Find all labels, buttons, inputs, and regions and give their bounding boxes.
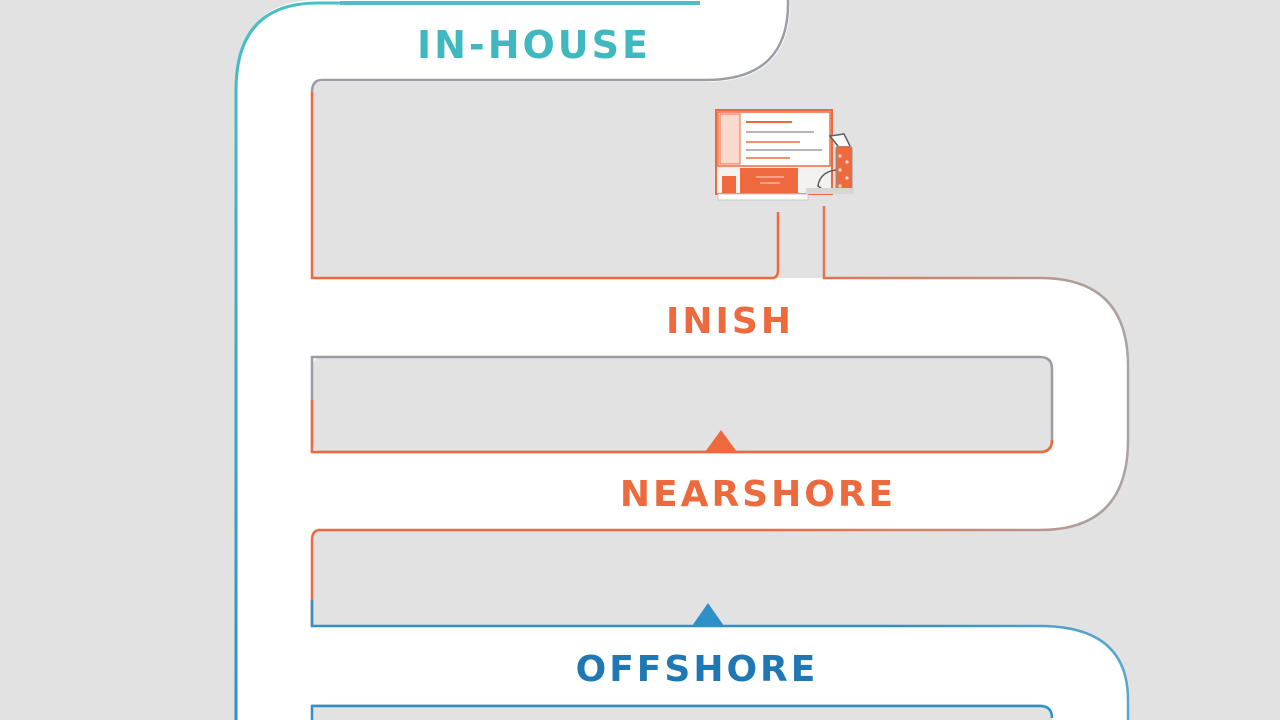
nearshore-marker-triangle: [705, 430, 737, 452]
label-in-house: IN-HOUSE: [417, 23, 651, 67]
offshore-marker-triangle: [692, 603, 724, 626]
label-inish: INISH: [666, 301, 794, 342]
road-border-inhouse-curve: [310, 0, 790, 93]
road-border-nearshore-line: [310, 400, 1054, 454]
connector-stub: [310, 206, 1130, 626]
road-border-inish-left: [310, 92, 780, 280]
computer-with-robot-arm-icon: [715, 109, 854, 201]
road-border-left: [234, 1, 340, 720]
label-nearshore: NEARSHORE: [620, 474, 896, 515]
lane-gap-1: [312, 356, 1052, 453]
road-border-offshore-bottom: [310, 704, 1054, 720]
road-border-offshore: [310, 600, 1130, 720]
label-offshore: OFFSHORE: [576, 649, 819, 690]
